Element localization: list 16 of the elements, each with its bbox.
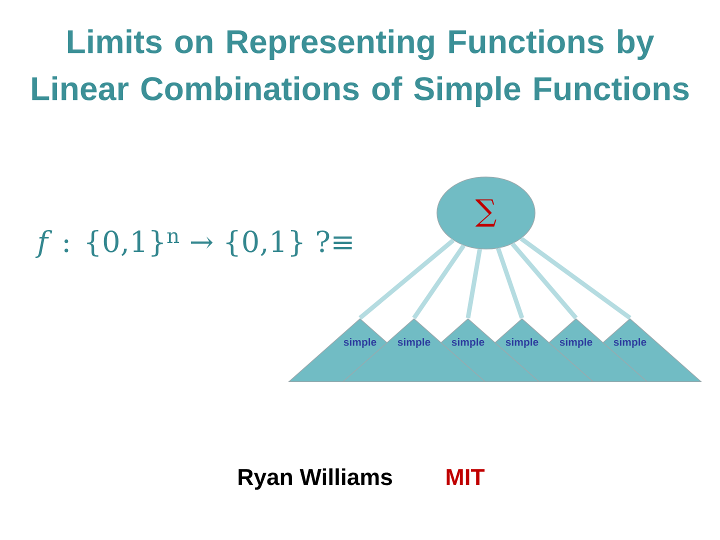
author-name: Ryan Williams — [238, 468, 392, 490]
connector-line — [358, 238, 455, 320]
node-label: simple — [452, 338, 484, 348]
node-label: simple — [398, 338, 430, 348]
title: Limits on Representing Functions by Linear Combinations of Simple Functions — [32, 29, 689, 107]
connector-line — [466, 248, 482, 318]
connector-line — [496, 248, 524, 319]
formula: f : {0,1}$^{n}$ → {0,1} ?≡ — [35, 230, 352, 258]
connector-line — [412, 244, 466, 320]
node-label: simple — [344, 338, 376, 348]
node-label: simple — [506, 338, 538, 348]
connector-line — [520, 236, 632, 320]
affiliation: MIT — [446, 469, 485, 485]
connector-line — [510, 242, 578, 320]
node-label: simple — [614, 338, 646, 348]
node-label: simple — [560, 338, 592, 348]
